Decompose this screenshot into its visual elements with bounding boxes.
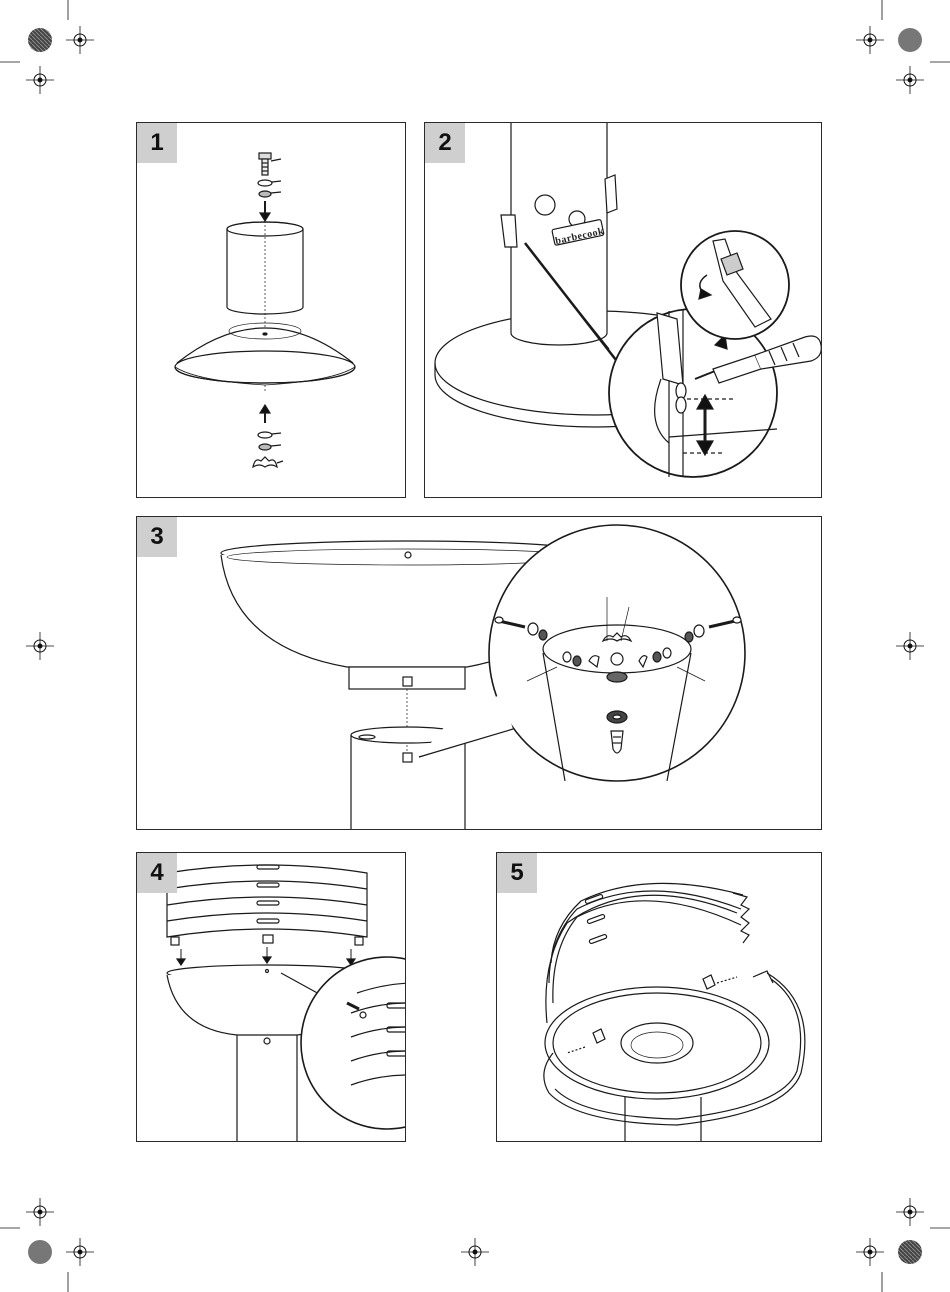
step-panel-2: 2 [424, 122, 822, 498]
crosshair-icon [26, 1198, 54, 1226]
step-number: 3 [137, 517, 177, 557]
color-target-icon [898, 28, 922, 52]
step-4-illustration [137, 853, 405, 1141]
color-target-icon [28, 28, 52, 52]
step-5-illustration [497, 853, 821, 1141]
step-panel-3: 3 [136, 516, 822, 830]
crosshair-icon [26, 66, 54, 94]
step-number: 5 [497, 853, 537, 893]
step-panel-5: 5 [496, 852, 822, 1142]
step-3-illustration [137, 517, 821, 829]
crosshair-icon [66, 26, 94, 54]
step-number: 4 [137, 853, 177, 893]
crosshair-icon [26, 632, 54, 660]
crosshair-icon [896, 632, 924, 660]
step-1-illustration [137, 123, 405, 497]
crosshair-icon [66, 1238, 94, 1266]
step-panel-1: 1 [136, 122, 406, 498]
step-number: 1 [137, 123, 177, 163]
crosshair-icon [856, 1238, 884, 1266]
step-number: 2 [425, 123, 465, 163]
crosshair-icon [896, 66, 924, 94]
crosshair-icon [896, 1198, 924, 1226]
step-panel-4: 4 [136, 852, 406, 1142]
color-target-icon [28, 1240, 52, 1264]
color-target-icon [898, 1240, 922, 1264]
crosshair-icon [461, 1238, 489, 1266]
step-2-illustration [425, 123, 821, 497]
crosshair-icon [856, 26, 884, 54]
